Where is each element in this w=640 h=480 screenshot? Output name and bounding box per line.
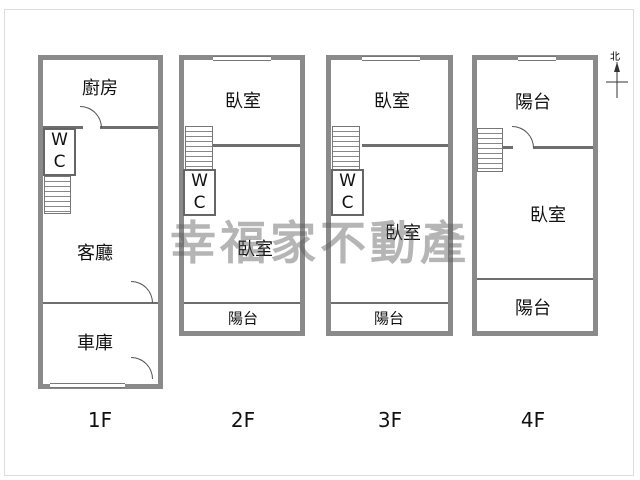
floor-label-4f: 4F xyxy=(520,408,546,432)
wc-c: C xyxy=(193,193,206,213)
floor-label-2f: 2F xyxy=(230,408,256,432)
wc-c: C xyxy=(53,152,66,172)
wc-c: C xyxy=(341,193,354,213)
floor-4f-outline xyxy=(472,55,598,336)
stairs xyxy=(332,126,360,170)
room-bedroom: 臥室 xyxy=(237,239,273,260)
wall xyxy=(533,146,593,149)
wc-w: W xyxy=(191,171,208,191)
room-living: 客廳 xyxy=(77,243,113,264)
room-balcony: 陽台 xyxy=(373,309,405,328)
stairs xyxy=(44,176,71,214)
wall xyxy=(362,144,448,147)
stairs xyxy=(185,126,213,170)
room-balcony: 陽台 xyxy=(515,92,551,113)
wc-room xyxy=(43,128,76,176)
room-garage: 車庫 xyxy=(77,333,113,354)
window xyxy=(50,383,125,388)
window xyxy=(213,56,271,61)
room-balcony: 陽台 xyxy=(515,298,551,319)
wc-room xyxy=(331,169,364,216)
wall xyxy=(503,146,513,149)
wall xyxy=(477,278,593,280)
wall xyxy=(43,126,83,129)
wall xyxy=(43,302,158,304)
wc-w: W xyxy=(51,130,68,150)
wall xyxy=(184,302,300,304)
wc-room xyxy=(183,169,216,216)
window xyxy=(362,56,420,61)
wall xyxy=(213,144,300,147)
north-label: 北 xyxy=(610,52,620,63)
floor-label-3f: 3F xyxy=(377,408,403,432)
wall xyxy=(100,126,158,129)
watermark: 幸福家不動產 xyxy=(170,216,470,270)
wall xyxy=(331,302,448,304)
room-balcony: 陽台 xyxy=(227,309,259,328)
wc-w: W xyxy=(339,171,356,191)
north-arrow-icon xyxy=(606,62,628,98)
stairs xyxy=(477,128,503,172)
room-bedroom: 臥室 xyxy=(385,223,421,244)
room-kitchen: 廚房 xyxy=(82,78,118,99)
room-bedroom: 臥室 xyxy=(225,91,261,112)
floor-label-1f: 1F xyxy=(87,408,113,432)
window xyxy=(518,56,556,61)
frame xyxy=(4,9,634,476)
room-bedroom: 臥室 xyxy=(530,205,566,226)
room-bedroom: 臥室 xyxy=(374,91,410,112)
